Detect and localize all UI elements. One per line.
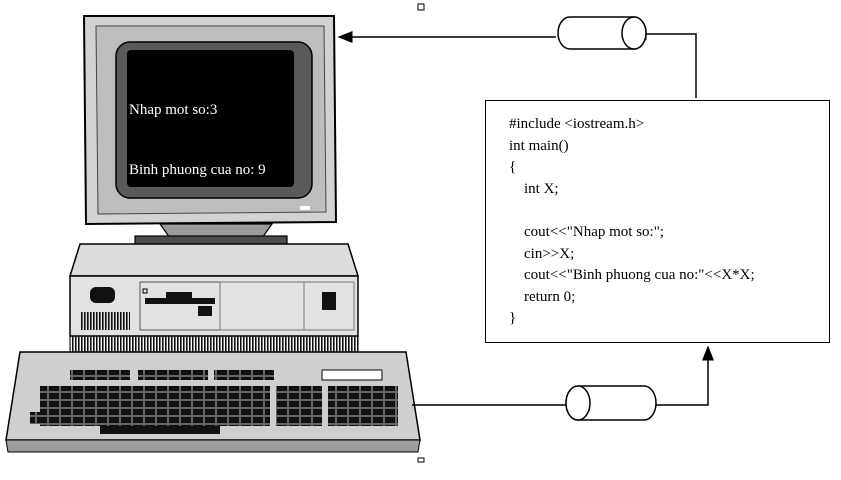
arrow-program-to-output: [631, 28, 697, 98]
input-stream-cylinder: [565, 385, 657, 421]
code-line: #include <iostream.h>: [509, 116, 645, 132]
code-line: cout<<"Nhap mot so:";: [509, 223, 664, 240]
code-line: {: [509, 159, 517, 176]
code-line: }: [509, 310, 517, 327]
floppy-drive: [145, 298, 215, 304]
screen-line: Nhap mot so:3: [129, 102, 218, 118]
data-flow-arrows: [337, 28, 714, 406]
screen-output: Nhap mot so:3 Binh phuong cua no: 9: [129, 60, 289, 200]
screen-line: Binh phuong cua no: 9: [129, 162, 266, 178]
arrow-input-to-program: [656, 345, 714, 406]
code-line: cout<<"Binh phuong cua no:"<<X*X;: [509, 267, 755, 284]
drive-slot: [322, 292, 336, 310]
power-led: [300, 206, 310, 210]
system-unit: [68, 243, 360, 353]
code-line: return 0;: [509, 288, 576, 305]
screen: [127, 50, 294, 187]
keyboard: [5, 351, 421, 453]
code-line: cin>>X;: [509, 245, 575, 262]
code-line: int X;: [509, 180, 559, 197]
selection-handle-top: [417, 3, 425, 11]
monitor: [82, 15, 338, 257]
source-code-box: #include <iostream.h> int main() { int X…: [485, 100, 830, 343]
selection-handle-bottom: [417, 457, 425, 463]
output-stream-cylinder: [557, 16, 647, 50]
power-button: [90, 287, 115, 303]
computer-illustration: [5, 15, 421, 453]
code-line: [509, 200, 829, 222]
code-line: int main(): [509, 137, 569, 154]
